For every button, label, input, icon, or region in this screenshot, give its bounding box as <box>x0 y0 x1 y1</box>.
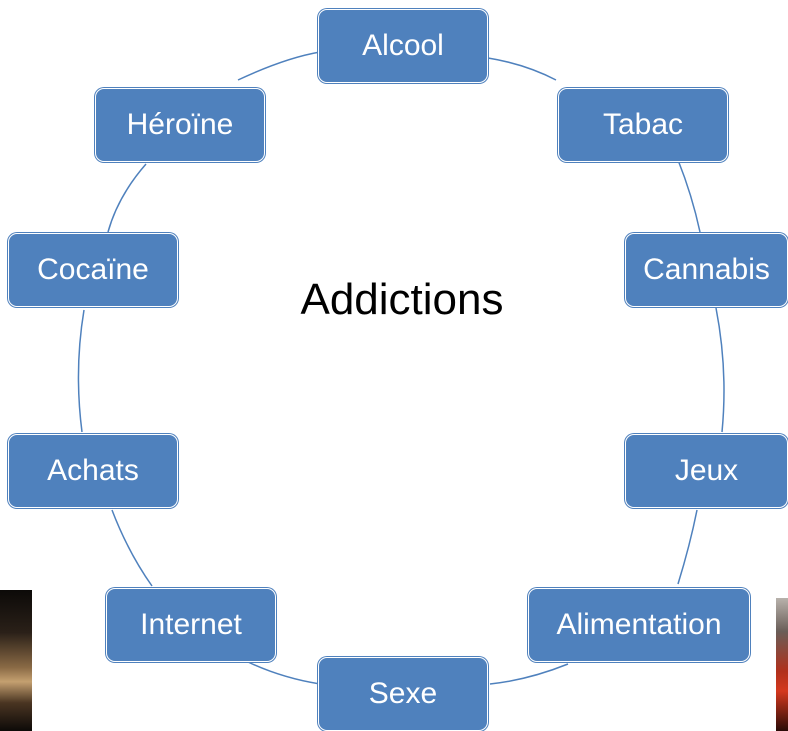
node-sexe: Sexe <box>318 657 488 731</box>
node-alcool: Alcool <box>318 9 488 83</box>
node-tabac: Tabac <box>558 88 728 162</box>
cycle-connector <box>677 159 701 233</box>
cycle-connector <box>77 309 85 433</box>
node-internet: Internet <box>106 588 276 662</box>
node-achats: Achats <box>8 434 178 508</box>
photo-fragment-left <box>0 590 32 731</box>
node-cannabis: Cannabis <box>625 233 788 307</box>
node-heroine: Héroïne <box>95 88 265 162</box>
cycle-connector <box>237 51 321 81</box>
cycle-connector <box>107 163 147 233</box>
cycle-connector <box>489 663 569 685</box>
photo-fragment-right <box>776 598 788 731</box>
cycle-connector <box>715 307 725 433</box>
node-alimentation: Alimentation <box>528 588 750 662</box>
cycle-connector <box>487 57 557 81</box>
diagram-title: Addictions <box>300 275 504 324</box>
cycle-connector <box>677 509 698 585</box>
cycle-connector <box>111 509 153 587</box>
cycle-connector <box>247 661 321 685</box>
node-cocaine: Cocaïne <box>8 233 178 307</box>
node-jeux: Jeux <box>625 434 788 508</box>
